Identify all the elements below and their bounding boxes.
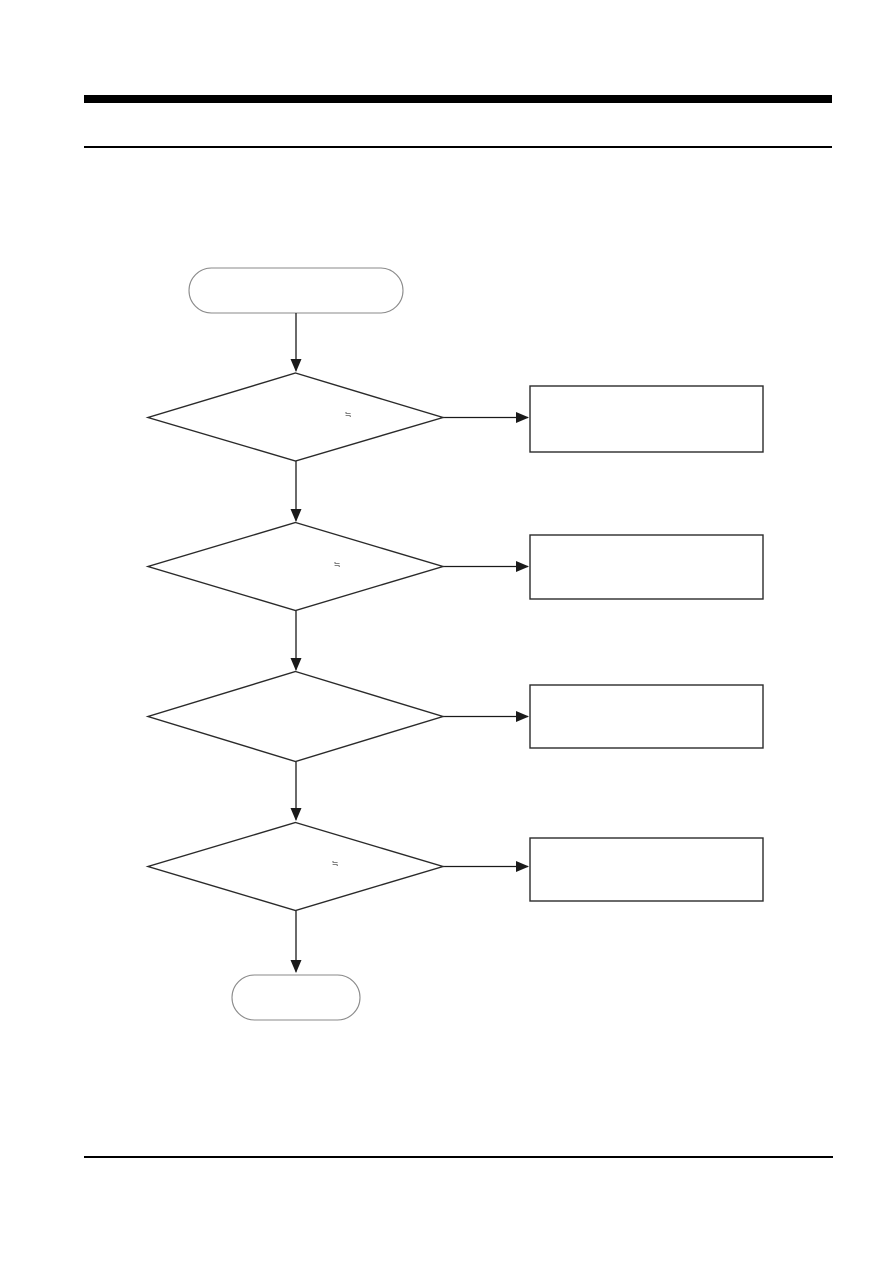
process-3-box [529, 684, 764, 749]
decision-4-diamond [145, 821, 446, 912]
decision-2-micro-mark: ≒ [334, 560, 341, 569]
process-4-box [529, 837, 764, 902]
process-1-box [529, 385, 764, 453]
footer-rule [84, 1156, 833, 1158]
header-rule-thin [84, 146, 832, 148]
decision-1-micro-mark: ≒ [345, 410, 352, 419]
decision-3-diamond [145, 670, 446, 763]
header-rule-thick [84, 95, 832, 103]
decision-4-micro-mark: ≒ [332, 859, 339, 868]
end-terminator [231, 974, 361, 1021]
decision-1-diamond [145, 372, 446, 462]
decision-2-diamond [145, 521, 446, 612]
start-terminator [188, 267, 404, 314]
process-2-box [529, 534, 764, 600]
